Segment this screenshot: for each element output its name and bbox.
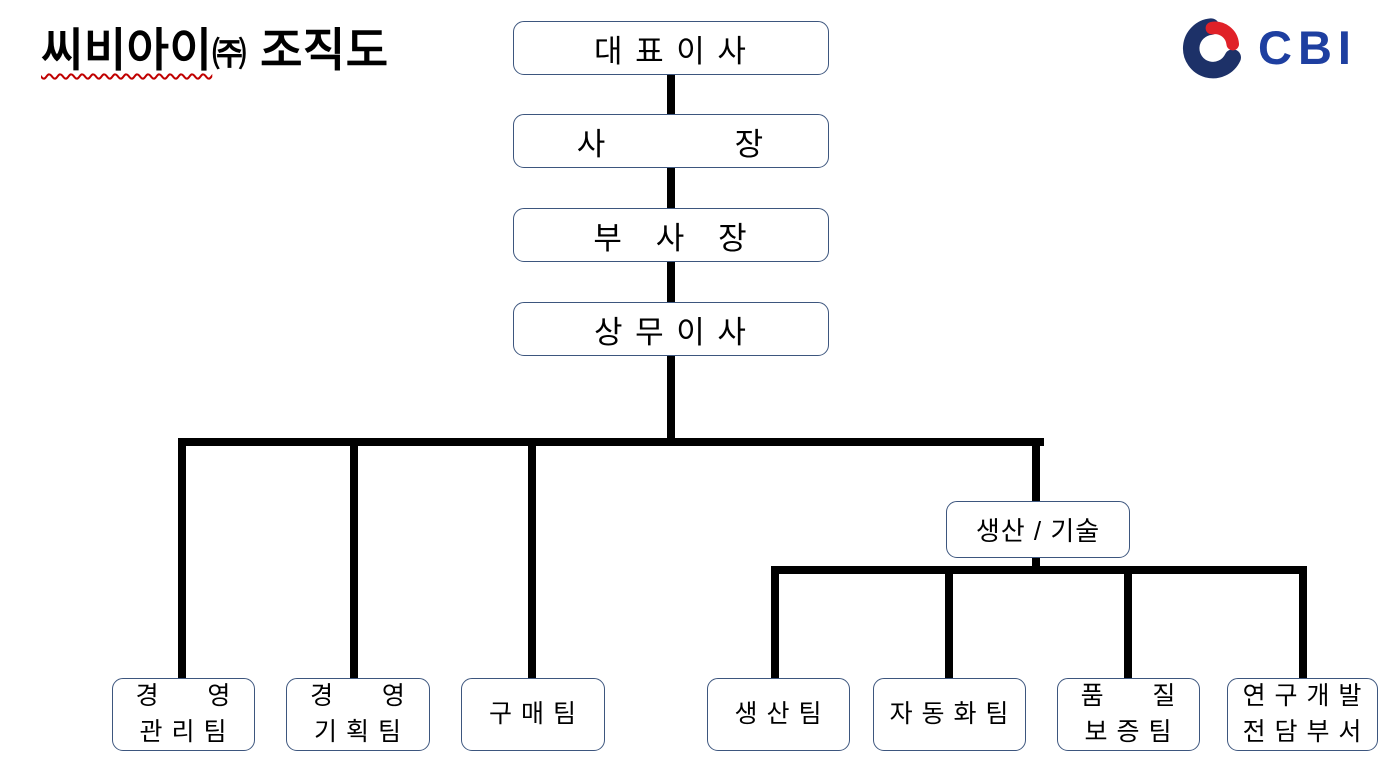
- cbi-logo-icon: [1183, 18, 1242, 79]
- title-corp-mark: ㈜: [212, 36, 247, 74]
- node-management-planning-team-label: 경 영 기 획 팀: [310, 682, 406, 746]
- page-title: 씨비아이㈜ 조직도: [41, 14, 389, 80]
- cbi-logo-text: CBI: [1258, 20, 1357, 74]
- node-quality-assurance-team-label: 품 질 보 증 팀: [1080, 682, 1177, 746]
- node-purchasing-team: 구 매 팀: [461, 678, 605, 751]
- node-production-team: 생 산 팀: [707, 678, 850, 751]
- title-suffix: 조직도: [246, 24, 389, 76]
- connector-drop-automation: [945, 566, 953, 678]
- connector-drop-purchasing: [528, 438, 536, 678]
- connector-president-vp: [667, 168, 675, 208]
- connector-prodtech-horizontal-bar: [771, 566, 1307, 574]
- node-rnd-department-label: 연 구 개 발 전 담 부 서: [1242, 682, 1363, 746]
- connector-ceo-president: [667, 75, 675, 114]
- connector-md-mainbar: [667, 356, 675, 442]
- node-ceo-label: 대 표 이 사: [594, 33, 748, 69]
- node-automation-team-label: 자 동 화 팀: [889, 699, 1010, 728]
- connector-drop-mgmt-admin: [178, 438, 186, 678]
- node-ceo: 대 표 이 사: [513, 21, 829, 75]
- connector-drop-mgmt-planning: [350, 438, 358, 678]
- connector-drop-production: [771, 566, 779, 678]
- cbi-logo: CBI: [1180, 14, 1357, 80]
- node-management-admin-team-label: 경 영 관 리 팀: [135, 682, 232, 746]
- connector-prodtech-subbar: [1032, 558, 1040, 572]
- title-company-name: 씨비아이: [41, 24, 213, 76]
- node-managing-director: 상 무 이 사: [513, 302, 829, 356]
- node-vice-president: 부 사 장: [513, 208, 829, 262]
- node-production-team-label: 생 산 팀: [734, 699, 823, 728]
- node-production-technology-label: 생산 / 기술: [975, 516, 1101, 546]
- node-production-technology: 생산 / 기술: [946, 501, 1130, 558]
- node-purchasing-team-label: 구 매 팀: [489, 699, 577, 728]
- node-managing-director-label: 상 무 이 사: [594, 314, 748, 350]
- node-vice-president-label: 부 사 장: [593, 220, 749, 256]
- node-management-admin-team: 경 영 관 리 팀: [112, 678, 255, 751]
- node-management-planning-team: 경 영 기 획 팀: [286, 678, 430, 751]
- node-president-label: 사 장: [576, 126, 766, 162]
- connector-main-horizontal-bar: [178, 438, 1044, 446]
- node-quality-assurance-team: 품 질 보 증 팀: [1057, 678, 1200, 751]
- connector-drop-prodtech: [1032, 438, 1040, 501]
- connector-vp-md: [667, 262, 675, 302]
- node-automation-team: 자 동 화 팀: [873, 678, 1026, 751]
- connector-drop-rnd: [1299, 566, 1307, 678]
- node-president: 사 장: [513, 114, 829, 168]
- connector-drop-qa: [1124, 566, 1132, 678]
- node-rnd-department: 연 구 개 발 전 담 부 서: [1227, 678, 1378, 751]
